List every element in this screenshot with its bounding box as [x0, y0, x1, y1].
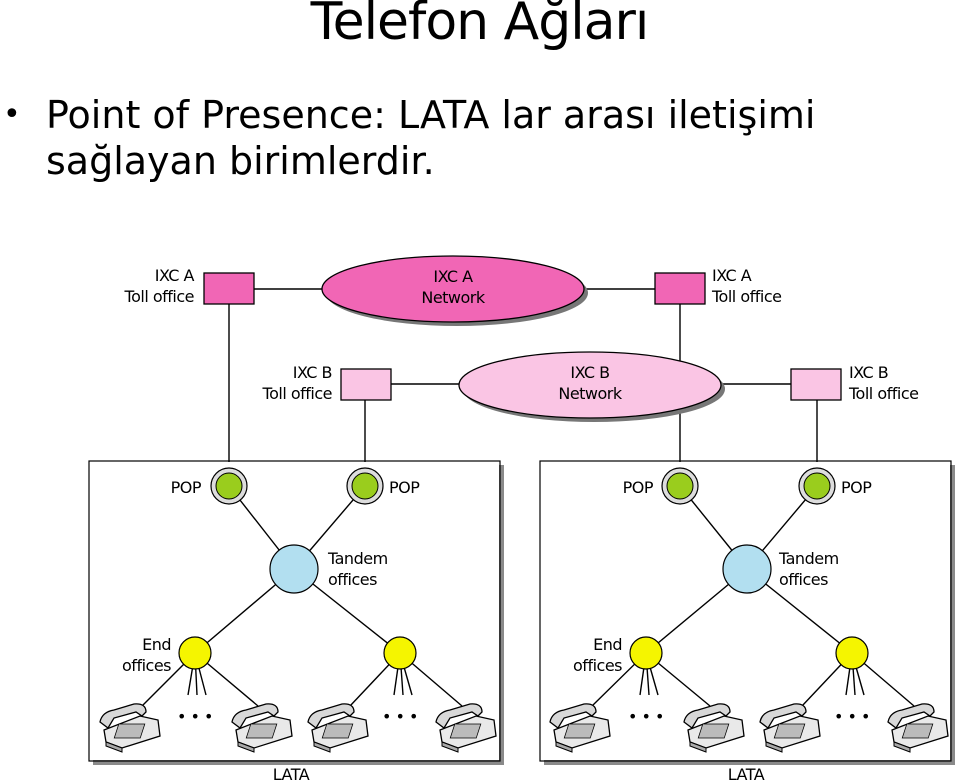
ixc-b-toll-office-right: [790, 368, 842, 401]
pop-label: POP: [841, 478, 872, 497]
end-office: [383, 636, 417, 670]
end-office-label: End: [593, 635, 622, 654]
ixc-b-network-label: IXC B: [570, 363, 609, 382]
pop-nodes: [210, 467, 836, 505]
pop-label: POP: [623, 478, 654, 497]
ellipsis-dots: • • •: [382, 707, 418, 726]
end-office-sublabel: offices: [122, 656, 171, 675]
ixc-b-toll-right-label: IXC B: [849, 363, 888, 382]
ixc-b-network-sublabel: Network: [558, 384, 623, 403]
lata-box-left: [88, 460, 501, 762]
tandem-office-right: [722, 544, 772, 594]
tandem-sublabel: offices: [779, 570, 828, 589]
ixc-b-toll-left-label: IXC B: [293, 363, 332, 382]
pop-node: [215, 472, 243, 500]
ixc-a-toll-right-label: IXC A: [712, 266, 752, 285]
pop-node: [803, 472, 831, 500]
tandem-office-left: [269, 544, 319, 594]
slide-title: Telefon Ağları: [310, 0, 650, 52]
bullet-text-line-1: Point of Presence: LATA lar arası iletiş…: [46, 93, 816, 137]
ixc-a-toll-office-right: [654, 272, 706, 305]
ixc-a-toll-left-sublabel: Toll office: [124, 287, 194, 306]
ixc-a-network-sublabel: Network: [421, 288, 486, 307]
tandem-label: Tandem: [778, 549, 839, 568]
bullet-text-line-2: sağlayan birimlerdir.: [46, 139, 435, 183]
ellipsis-dots: • • •: [628, 707, 664, 726]
tandem-label: Tandem: [327, 549, 388, 568]
ixc-b-toll-right-sublabel: Toll office: [848, 384, 918, 403]
pop-label: POP: [171, 478, 202, 497]
tandem-sublabel: offices: [328, 570, 377, 589]
ixc-b-network: [458, 351, 722, 419]
end-office: [178, 636, 212, 670]
ixc-b-toll-office-left: [340, 368, 392, 401]
ellipsis-dots: • • •: [177, 707, 213, 726]
ixc-a-network-label: IXC A: [433, 267, 473, 286]
pop-node: [666, 472, 694, 500]
end-office-sublabel: offices: [573, 656, 622, 675]
ellipsis-dots: • • •: [834, 707, 870, 726]
end-office: [629, 636, 663, 670]
lata-label-left: LATA: [273, 765, 310, 783]
ixc-a-toll-office-left: [203, 272, 255, 305]
ixc-b-toll-left-sublabel: Toll office: [262, 384, 332, 403]
end-office-label: End: [142, 635, 171, 654]
ixc-a-toll-right-sublabel: Toll office: [711, 287, 781, 306]
ixc-a-network: [321, 255, 585, 323]
end-office: [835, 636, 869, 670]
lata-label-right: LATA: [728, 765, 765, 783]
pop-label: POP: [389, 478, 420, 497]
lata-box-right: [539, 460, 952, 762]
bullet-dot-icon: •: [3, 97, 21, 132]
pop-node: [351, 472, 379, 500]
ixc-a-toll-left-label: IXC A: [155, 266, 195, 285]
